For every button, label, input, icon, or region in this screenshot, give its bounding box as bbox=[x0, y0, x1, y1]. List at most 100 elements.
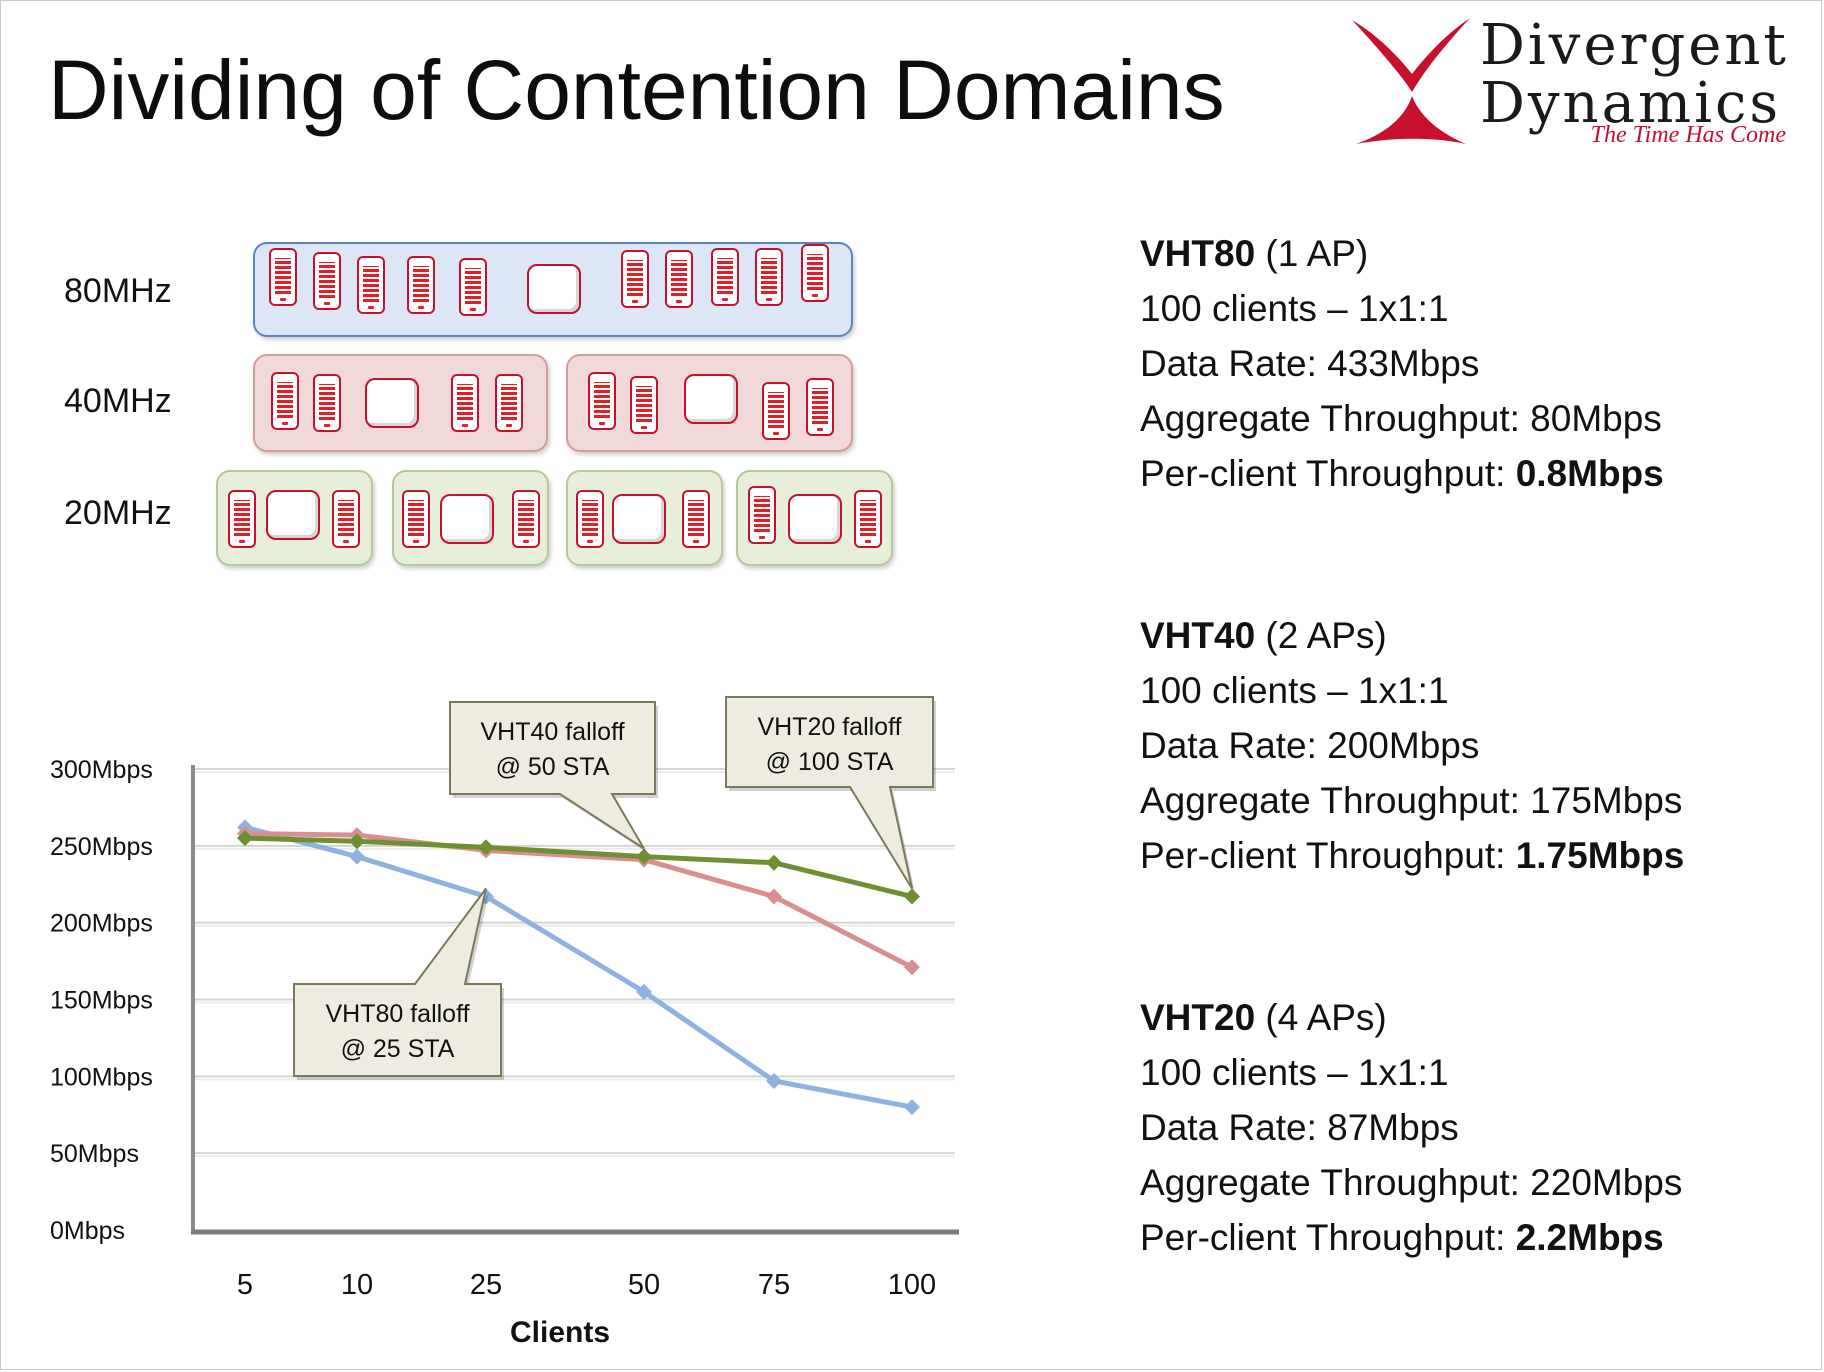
access-point-icon bbox=[440, 494, 494, 544]
mobile-device-icon bbox=[748, 486, 776, 544]
logo-mark-icon bbox=[1352, 18, 1470, 144]
x-tick-label: 25 bbox=[470, 1269, 502, 1301]
contention-domain-20mhz-2 bbox=[392, 470, 549, 566]
slide-title: Dividing of Contention Domains bbox=[48, 43, 1225, 137]
info-name: VHT20 bbox=[1140, 997, 1256, 1038]
data-point-marker bbox=[349, 833, 365, 850]
y-tick-label: 300Mbps bbox=[50, 756, 153, 784]
x-tick-label: 50 bbox=[628, 1269, 660, 1301]
mobile-device-icon bbox=[755, 248, 783, 306]
mobile-device-icon bbox=[665, 250, 693, 308]
info-name: VHT80 bbox=[1140, 233, 1256, 274]
info-data-rate: Data Rate: 433Mbps bbox=[1140, 343, 1480, 384]
mobile-device-icon bbox=[512, 490, 540, 548]
data-point-marker bbox=[766, 1072, 782, 1089]
mobile-device-icon bbox=[407, 256, 435, 314]
info-per-client: Per-client Throughput: 2.2Mbps bbox=[1140, 1210, 1682, 1265]
info-block-vht20: VHT20 (4 APs) 100 clients – 1x1:1 Data R… bbox=[1140, 990, 1682, 1265]
y-tick-label: 0Mbps bbox=[50, 1217, 125, 1245]
data-point-marker bbox=[766, 854, 782, 871]
series-line bbox=[244, 831, 914, 970]
mobile-device-icon bbox=[576, 490, 604, 548]
access-point-icon bbox=[612, 494, 666, 544]
callout-box bbox=[725, 696, 934, 890]
mobile-device-icon bbox=[621, 250, 649, 308]
contention-domain-20mhz-3 bbox=[566, 470, 723, 566]
contention-domain-40mhz-2 bbox=[566, 354, 853, 452]
callout-line1: VHT40 falloff bbox=[480, 718, 624, 746]
mobile-device-icon bbox=[854, 490, 882, 548]
x-axis-title: Clients bbox=[510, 1316, 610, 1349]
mobile-device-icon bbox=[313, 252, 341, 310]
band-label-80mhz: 80MHz bbox=[64, 272, 172, 310]
contention-domain-80mhz bbox=[253, 242, 853, 337]
mobile-device-icon bbox=[271, 372, 299, 430]
mobile-device-icon bbox=[630, 376, 658, 434]
data-point-marker bbox=[349, 848, 365, 865]
callout-line2: @ 25 STA bbox=[341, 1035, 455, 1063]
info-per-client: Per-client Throughput: 0.8Mbps bbox=[1140, 446, 1664, 501]
mobile-device-icon bbox=[402, 490, 430, 548]
access-point-icon bbox=[266, 490, 320, 540]
info-clients: 100 clients – 1x1:1 bbox=[1140, 1052, 1449, 1093]
info-aps: (2 APs) bbox=[1255, 615, 1387, 656]
mobile-device-icon bbox=[682, 490, 710, 548]
divergent-dynamics-logo: Divergent Dynamics The Time Has Come bbox=[1350, 10, 1790, 160]
info-data-rate: Data Rate: 87Mbps bbox=[1140, 1107, 1459, 1148]
info-heading: VHT80 (1 AP) bbox=[1140, 226, 1664, 281]
mobile-device-icon bbox=[806, 378, 834, 436]
callout-line1: VHT20 falloff bbox=[757, 713, 901, 741]
info-per-client-label: Per-client Throughput: bbox=[1140, 1217, 1516, 1258]
x-tick-label: 75 bbox=[758, 1269, 790, 1301]
info-per-client: Per-client Throughput: 1.75Mbps bbox=[1140, 828, 1684, 883]
mobile-device-icon bbox=[332, 490, 360, 548]
mobile-device-icon bbox=[313, 374, 341, 432]
data-point-marker bbox=[237, 830, 253, 847]
info-aggregate: Aggregate Throughput: 220Mbps bbox=[1140, 1162, 1683, 1203]
mobile-device-icon bbox=[357, 256, 385, 314]
y-tick-label: 100Mbps bbox=[50, 1063, 153, 1091]
info-clients: 100 clients – 1x1:1 bbox=[1140, 288, 1449, 329]
throughput-line-chart: 0Mbps 50Mbps 100Mbps 150Mbps 200Mbps 250Mbps 3… bbox=[50, 696, 959, 1349]
info-aps: (4 APs) bbox=[1255, 997, 1387, 1038]
logo-lower-triangle bbox=[1356, 96, 1466, 144]
logo-upper-swoosh bbox=[1352, 18, 1470, 92]
callout-line1: VHT80 falloff bbox=[325, 1000, 469, 1028]
y-tick-label: 250Mbps bbox=[50, 833, 153, 861]
data-point-marker bbox=[904, 888, 920, 905]
access-point-icon bbox=[527, 264, 581, 314]
mobile-device-icon bbox=[228, 490, 256, 548]
x-tick-label: 10 bbox=[341, 1269, 373, 1301]
data-point-marker bbox=[478, 839, 494, 856]
info-heading: VHT20 (4 APs) bbox=[1140, 990, 1682, 1045]
mobile-device-icon bbox=[711, 248, 739, 306]
callout-box bbox=[293, 887, 502, 1077]
info-per-client-value: 1.75Mbps bbox=[1515, 835, 1685, 876]
access-point-icon bbox=[365, 378, 419, 428]
info-per-client-label: Per-client Throughput: bbox=[1140, 453, 1516, 494]
info-aggregate: Aggregate Throughput: 175Mbps bbox=[1140, 780, 1683, 821]
info-name: VHT40 bbox=[1140, 615, 1256, 656]
y-tick-label: 200Mbps bbox=[50, 910, 153, 938]
data-point-marker bbox=[904, 959, 920, 976]
y-tick-label: 150Mbps bbox=[50, 987, 153, 1015]
info-data-rate: Data Rate: 200Mbps bbox=[1140, 725, 1480, 766]
mobile-device-icon bbox=[495, 374, 523, 432]
x-tick-label: 5 bbox=[237, 1269, 253, 1301]
data-point-marker bbox=[636, 983, 652, 1000]
access-point-icon bbox=[788, 494, 842, 544]
contention-domain-40mhz-1 bbox=[253, 354, 548, 452]
series-line bbox=[244, 824, 913, 1110]
contention-domain-20mhz-4 bbox=[736, 470, 893, 566]
data-point-marker bbox=[636, 848, 652, 865]
band-label-20mhz: 20MHz bbox=[64, 494, 172, 532]
mobile-device-icon bbox=[762, 382, 790, 440]
callout-line2: @ 50 STA bbox=[496, 753, 610, 781]
info-per-client-value: 0.8Mbps bbox=[1515, 453, 1664, 494]
info-block-vht40: VHT40 (2 APs) 100 clients – 1x1:1 Data R… bbox=[1140, 608, 1684, 883]
y-tick-label: 50Mbps bbox=[50, 1140, 139, 1168]
callout-line2: @ 100 STA bbox=[766, 748, 894, 776]
logo-text-line2: Dynamics bbox=[1480, 71, 1782, 136]
info-clients: 100 clients – 1x1:1 bbox=[1140, 670, 1449, 711]
